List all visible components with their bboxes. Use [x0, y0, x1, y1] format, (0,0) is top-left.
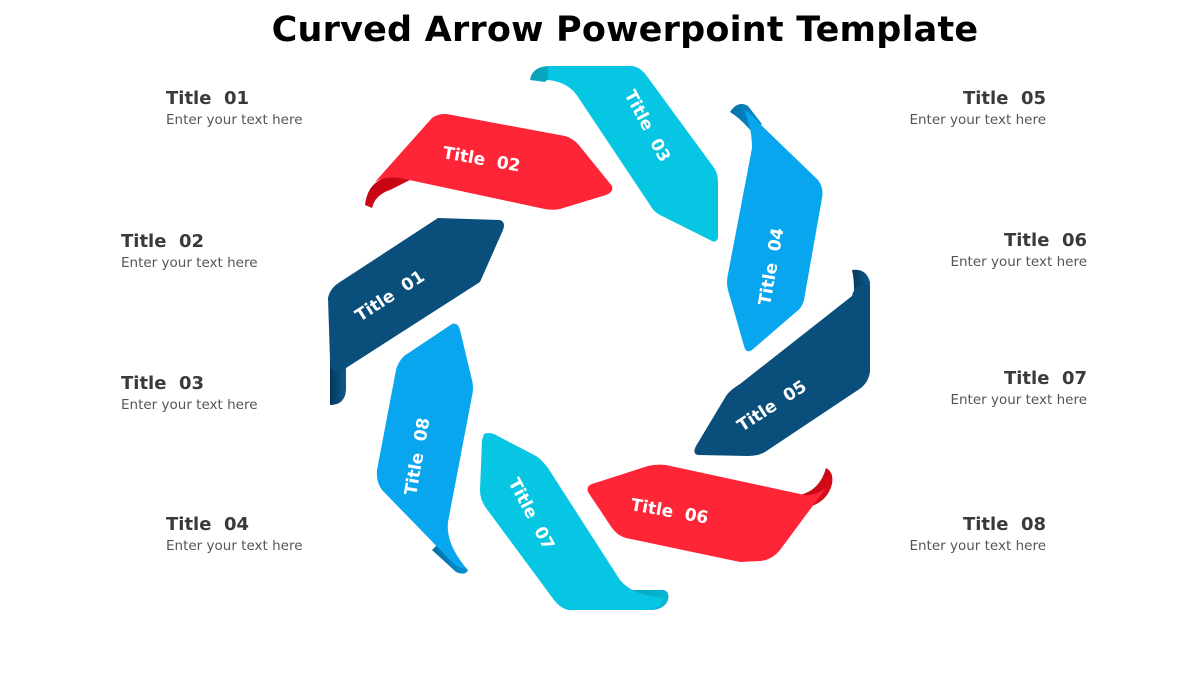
- ribbon-shape: [694, 284, 870, 456]
- ribbon-shape: [376, 323, 473, 569]
- ribbon-08: Title 08: [376, 323, 473, 574]
- ribbon-curl: [330, 360, 346, 405]
- side-item-04: Title 04 Enter your text here: [166, 514, 346, 554]
- side-item-03: Title 03 Enter your text here: [121, 373, 301, 413]
- ribbon-shape: [548, 66, 718, 242]
- side-item-text: Enter your text here: [950, 392, 1087, 408]
- side-item-text: Enter your text here: [909, 538, 1046, 554]
- side-item-title: Title 05: [962, 88, 1046, 109]
- side-item-06: Title 06 Enter your text here: [907, 230, 1087, 270]
- side-item-text: Enter your text here: [121, 255, 258, 271]
- side-item-text: Enter your text here: [121, 397, 258, 413]
- ribbon-02: Title 02: [365, 114, 613, 210]
- side-item-title: Title 08: [962, 514, 1046, 535]
- side-item-text: Enter your text here: [950, 254, 1087, 270]
- ribbon-shape: [587, 464, 826, 562]
- side-item-title: Title 03: [121, 373, 205, 394]
- side-item-title: Title 02: [121, 231, 205, 252]
- side-item-02: Title 02 Enter your text here: [121, 231, 301, 271]
- ribbon-curl: [365, 176, 410, 208]
- side-item-title: Title 01: [166, 88, 250, 109]
- ribbon-01: Title 01: [328, 218, 504, 405]
- ribbon-shape: [328, 218, 504, 372]
- ribbon-07: Title 07: [480, 433, 669, 610]
- side-item-05: Title 05 Enter your text here: [866, 88, 1046, 128]
- ribbon-06: Title 06: [587, 464, 833, 562]
- ribbon-shape: [375, 114, 613, 210]
- side-item-07: Title 07 Enter your text here: [907, 368, 1087, 408]
- side-item-text: Enter your text here: [166, 538, 303, 554]
- side-item-01: Title 01 Enter your text here: [166, 88, 346, 128]
- ribbon-shape: [480, 433, 664, 610]
- ribbon-04: Title 04: [727, 104, 823, 352]
- page-title: Curved Arrow Powerpoint Template: [271, 10, 979, 50]
- side-item-title: Title 07: [1003, 368, 1087, 389]
- side-item-text: Enter your text here: [909, 112, 1046, 128]
- side-item-08: Title 08 Enter your text here: [866, 514, 1046, 554]
- ribbon-05: Title 05: [694, 269, 870, 456]
- ribbon-shape: [727, 110, 823, 352]
- side-item-title: Title 04: [166, 514, 250, 535]
- side-item-text: Enter your text here: [166, 112, 303, 128]
- side-item-title: Title 06: [1003, 230, 1087, 251]
